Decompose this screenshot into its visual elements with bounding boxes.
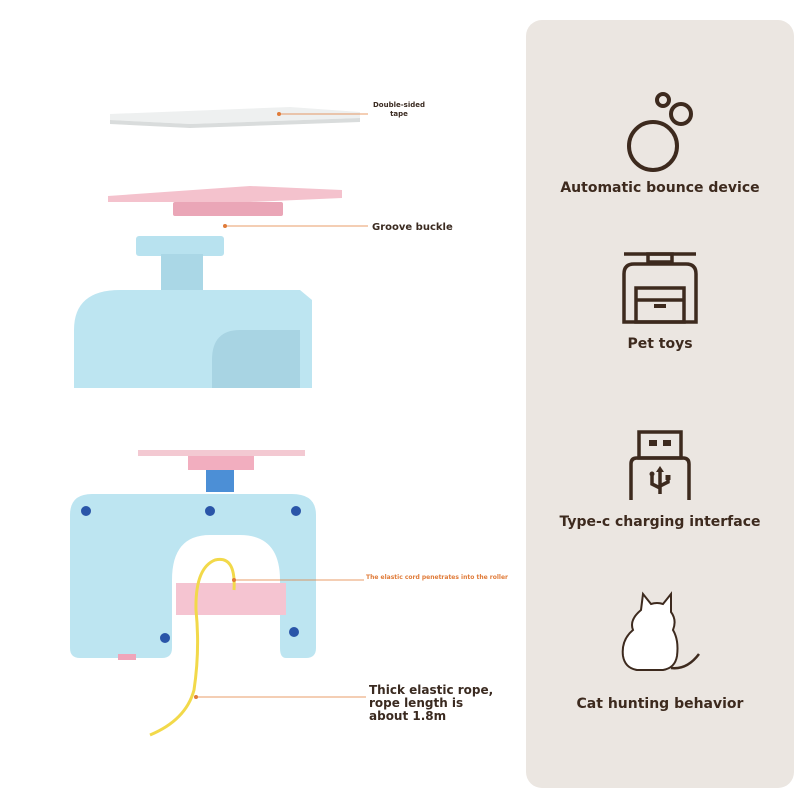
double-sided-tape-plate (110, 107, 360, 128)
feature-label: Pet toys (627, 336, 693, 352)
features-panel: Automatic bounce device Pet toys (526, 20, 794, 788)
callout-dot (277, 112, 281, 116)
product-illustration (70, 107, 368, 737)
usb-icon (629, 430, 691, 500)
feature-type-c: Type-c charging interface (526, 428, 794, 530)
callout-dot (232, 578, 236, 582)
feature-pet-toys: Pet toys (526, 250, 794, 352)
callout-lines (196, 113, 368, 698)
bubbles-icon (627, 92, 693, 172)
callout-elastic-rope: Thick elastic rope, rope length is about… (369, 683, 494, 723)
feature-bounce: Automatic bounce device (526, 90, 794, 196)
feature-label: Type-c charging interface (559, 514, 761, 530)
callout-dot (194, 695, 198, 699)
toy-body-bottom (70, 450, 316, 660)
callout-double-sided-tape: Double-sided tape (372, 101, 425, 118)
feature-label: Automatic bounce device (560, 180, 760, 196)
callout-elastic-cord: The elastic cord penetrates into the rol… (366, 574, 508, 581)
toy-body-top (74, 236, 312, 388)
cat-icon (621, 591, 700, 671)
feature-label: Cat hunting behavior (576, 696, 744, 712)
pink-mount-plate (108, 186, 342, 216)
callout-dot (223, 224, 227, 228)
feature-cat-hunting: Cat hunting behavior (526, 590, 794, 712)
callout-groove-buckle: Groove buckle (372, 222, 453, 233)
elastic-rope (149, 557, 236, 737)
pet-toy-box-icon (622, 252, 698, 324)
